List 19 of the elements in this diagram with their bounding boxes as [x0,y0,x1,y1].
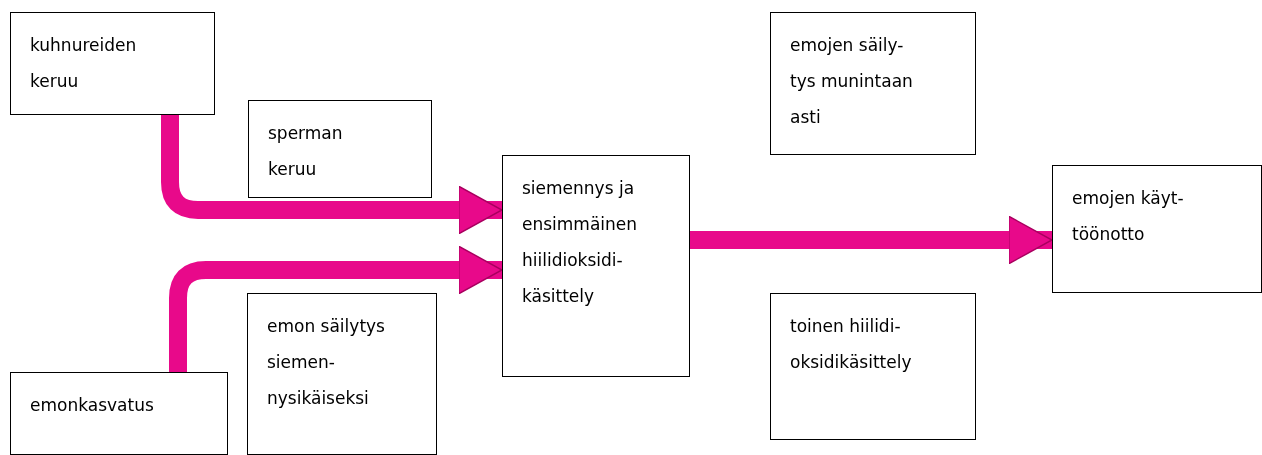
box-label: emonkasvatus [30,394,155,417]
process-box [248,100,432,198]
arrow [169,245,503,372]
box-label: sperman keruu [268,122,344,181]
process-box [10,12,215,115]
box-label: siemennys ja ensimmäinen hiilidioksidi- käsittely [522,177,639,308]
box-label: emojen säily- tys munintaan asti [790,34,914,129]
box-label: emon säilytys siemen- nysikäiseksi [267,315,386,410]
box-label: emojen käyt- töönotto [1072,187,1185,246]
process-box [770,12,976,155]
process-box [502,155,690,377]
process-box [1052,165,1262,293]
process-box [770,293,976,440]
process-box [247,293,437,455]
arrow [690,215,1053,265]
box-label: kuhnureiden keruu [30,34,138,93]
box-label: toinen hiilidi- oksidikäsittely [790,315,913,374]
process-box [10,372,228,455]
arrow [161,115,503,235]
